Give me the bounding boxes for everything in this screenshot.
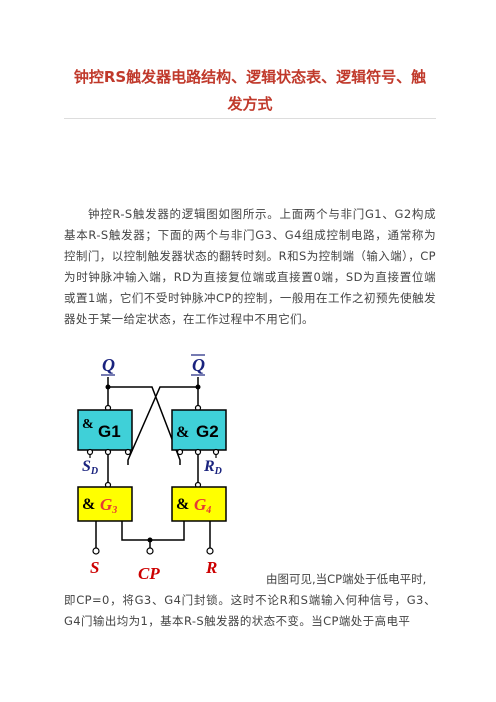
article-title: 钟控RS触发器电路结构、逻辑状态表、逻辑符号、触发方式 xyxy=(73,68,427,113)
gate-g4 xyxy=(171,486,227,522)
paragraph-2-rest: 即CP=0，将G3、G4门封锁。这时不论R和S端输入何种信号，G3、G4门输出均… xyxy=(64,593,436,628)
input-cp-label: CP xyxy=(138,564,160,583)
paragraph-2-start: 由图可见,当CP端处于低电平时, xyxy=(266,572,427,586)
cp-wire xyxy=(121,521,185,541)
gate-g3 xyxy=(77,486,133,522)
input-s-label: S xyxy=(90,558,99,577)
rd-label: RD xyxy=(203,458,222,477)
output-q-label: Q xyxy=(102,355,115,375)
cp-node xyxy=(147,537,153,543)
sd-label: SD xyxy=(82,458,98,477)
gate-g1-label: G1 xyxy=(98,422,121,441)
title-divider xyxy=(64,118,436,119)
gate-g3-symbol: & xyxy=(82,496,95,513)
rs-flipflop-diagram: Q Q & G1 & G2 SD RD & G3 & G4 xyxy=(77,354,227,583)
input-r-label: R xyxy=(205,558,217,577)
gate-g1-symbol: & xyxy=(82,417,94,432)
input-s-terminal xyxy=(92,547,100,555)
input-cp-terminal xyxy=(146,547,154,555)
input-r-terminal xyxy=(206,547,214,555)
cross-wire-qbar xyxy=(127,386,198,465)
gate-g4-label: G4 xyxy=(194,495,211,516)
gate-g4-symbol: & xyxy=(176,496,189,513)
gate-g2-symbol: & xyxy=(176,424,189,441)
gate-g2-label: G2 xyxy=(196,422,219,441)
paragraph-1: 钟控R-S触发器的逻辑图如图所示。上面两个与非门G1、G2构成基本R-S触发器；… xyxy=(64,207,436,326)
output-qbar-label: Q xyxy=(192,355,205,375)
cross-wire-q xyxy=(108,386,181,465)
gate-g1 xyxy=(77,409,133,451)
gate-g3-label: G3 xyxy=(100,495,117,516)
